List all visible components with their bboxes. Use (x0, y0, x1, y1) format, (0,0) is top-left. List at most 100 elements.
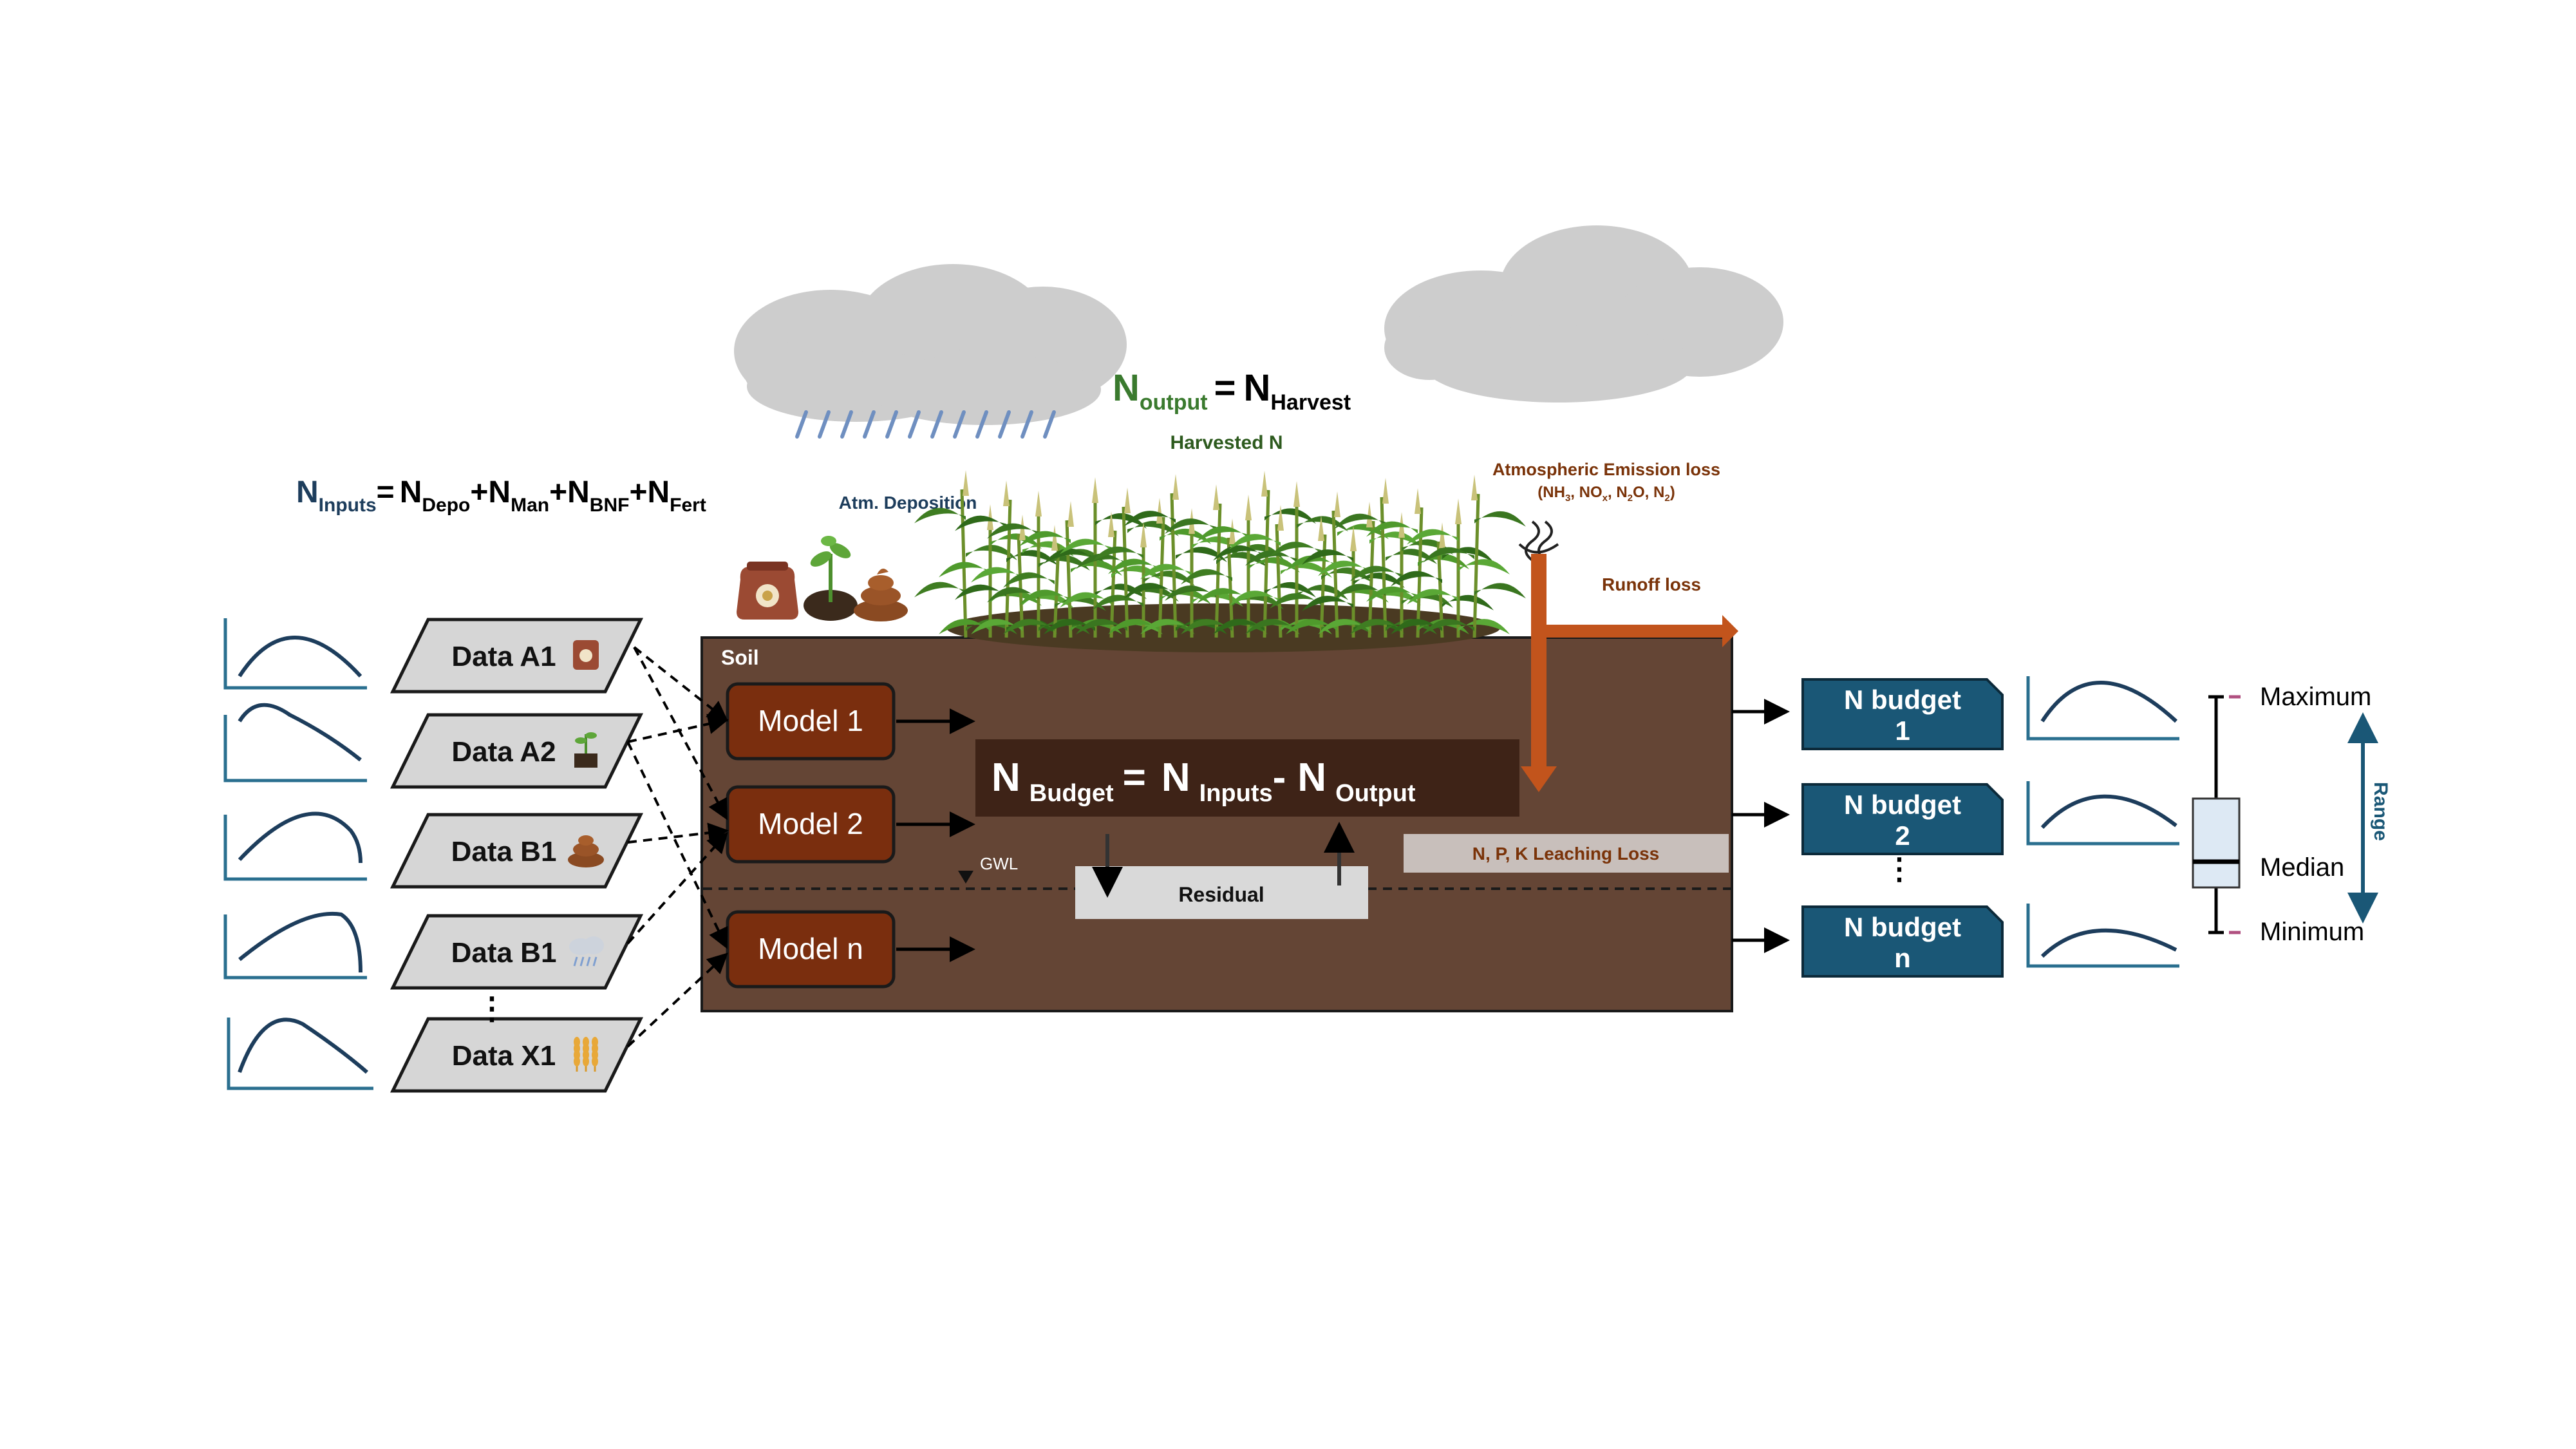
manure-icon (568, 835, 604, 867)
data-input-row-1: Data A1 (223, 618, 644, 694)
emission-species-label: (NH3, NOx, N2O, N2) (1537, 484, 1675, 504)
inputs-sub1: Depo (422, 495, 470, 516)
data-input-label: Data A2 (451, 736, 556, 768)
output-eq: = (1214, 367, 1236, 409)
harvested-n-label: Harvested N (1170, 432, 1283, 453)
data-ellipsis: ⋮ (476, 992, 507, 1026)
n-budget-index: 1 (1895, 715, 1910, 746)
inputs-sub4: Fert (670, 495, 706, 516)
species-n2o-sub: 2 (1628, 493, 1633, 504)
budget-sub1: Budget (1029, 780, 1114, 807)
corn-stalks (914, 470, 1526, 638)
budget-sub2: Inputs (1199, 780, 1273, 807)
data-input-label: Data A1 (451, 641, 556, 672)
rain-drops (795, 410, 1056, 439)
inputs-equation: NInputs=NDepo+NMan+NBNF+NFert (296, 475, 706, 516)
inputs-term1: N (400, 475, 422, 509)
species-n2-sub: 2 (1664, 493, 1669, 504)
inputs-term3: +N (549, 475, 590, 509)
species-nh: (NH (1537, 484, 1565, 501)
species-nh-sub: 3 (1565, 493, 1570, 504)
input-curve-chart (227, 1018, 373, 1090)
data-input-row-3: Data B1 (223, 811, 644, 889)
budget-curve-chart (2026, 781, 2179, 846)
wheat-icon (574, 1037, 598, 1072)
median-label: Median (2260, 853, 2344, 882)
output-lhs-sub: output (1140, 390, 1208, 415)
seedling-icon (574, 732, 597, 768)
data-input-row-4: Data B1 (223, 911, 644, 990)
model-n-box: Model n (726, 910, 896, 989)
budget-term1: N (992, 755, 1020, 800)
data-input-box (390, 813, 644, 889)
model-2-box: Model 2 (726, 785, 896, 864)
gwl-label: GWL (980, 854, 1018, 873)
species-no: , NO (1570, 484, 1602, 501)
residual-label: Residual (1178, 883, 1264, 906)
budget-curve-chart (2026, 676, 2179, 741)
corn-crop-image (914, 470, 1526, 652)
minimum-label: Minimum (2260, 918, 2364, 946)
data-input-row-2: Data A2 (223, 703, 644, 789)
output-rhs: N (1243, 367, 1270, 409)
data-input-label: Data B1 (451, 937, 557, 969)
soil-label: Soil (721, 646, 759, 669)
inputs-term4: +N (629, 475, 670, 509)
manure-icon (854, 568, 908, 621)
data-model-connectors (626, 646, 729, 1048)
residual-box (1075, 866, 1368, 919)
data-input-box (390, 713, 644, 789)
n-budget-index: 2 (1895, 820, 1910, 851)
output-lhs: N (1113, 367, 1140, 409)
budget-term3: N (1297, 755, 1326, 800)
boxplot-box (2192, 797, 2241, 889)
inputs-term2: +N (470, 475, 511, 509)
budget-term2: N (1161, 755, 1190, 800)
model-n-label: Model n (758, 932, 863, 965)
data-input-row-5: Data X1 (227, 1017, 644, 1093)
inputs-eq: = (377, 475, 395, 509)
data-inputs: Data A1 Data A2 Data B1 Data B1 Data X1 (223, 618, 644, 1093)
leaching-loss-bar (1404, 834, 1729, 873)
n-budget-label: N budget (1844, 790, 1961, 820)
atm-emission-label: Atmospheric Emission loss (1492, 460, 1720, 479)
output-rhs-sub: Harvest (1270, 390, 1351, 415)
cloud-right (1384, 225, 1783, 402)
input-curve-chart (223, 811, 367, 881)
maximum-label: Maximum (2260, 683, 2371, 711)
data-input-label: Data B1 (451, 836, 557, 867)
n-budget-label: N budget (1844, 912, 1961, 942)
gwl-marker-icon (958, 871, 973, 884)
budget-equation-box (975, 739, 1519, 817)
range-label: Range (2370, 782, 2391, 841)
corn-stalk (1423, 475, 1526, 638)
budget-sub3: Output (1335, 780, 1416, 807)
runoff-arrow (1539, 615, 1738, 647)
data-input-box (390, 914, 644, 990)
input-curve-chart (223, 911, 367, 980)
emission-arrow (1521, 554, 1557, 792)
input-curve-chart (223, 703, 367, 782)
n-budget-label: N budget (1844, 685, 1961, 715)
inputs-lhs-sub: Inputs (319, 495, 377, 516)
boxplot-legend: Maximum Median Minimum Range (2192, 683, 2391, 946)
rain-cloud-icon (569, 936, 604, 967)
model-1-box: Model 1 (726, 682, 896, 761)
data-input-box (390, 618, 644, 694)
inputs-sub3: BNF (590, 495, 630, 516)
data-input-box (390, 1017, 644, 1093)
inputs-lhs: N (296, 475, 319, 509)
inputs-sub2: Man (511, 495, 549, 516)
atm-deposition-label: Atm. Deposition (839, 493, 977, 513)
species-close: ) (1670, 484, 1675, 501)
n-budget-index: n (1894, 943, 1911, 973)
seedling-icon (804, 536, 858, 621)
model-2-label: Model 2 (758, 807, 863, 840)
budget-minus: - (1273, 755, 1286, 800)
fertilizer-bag-icon (573, 640, 599, 670)
